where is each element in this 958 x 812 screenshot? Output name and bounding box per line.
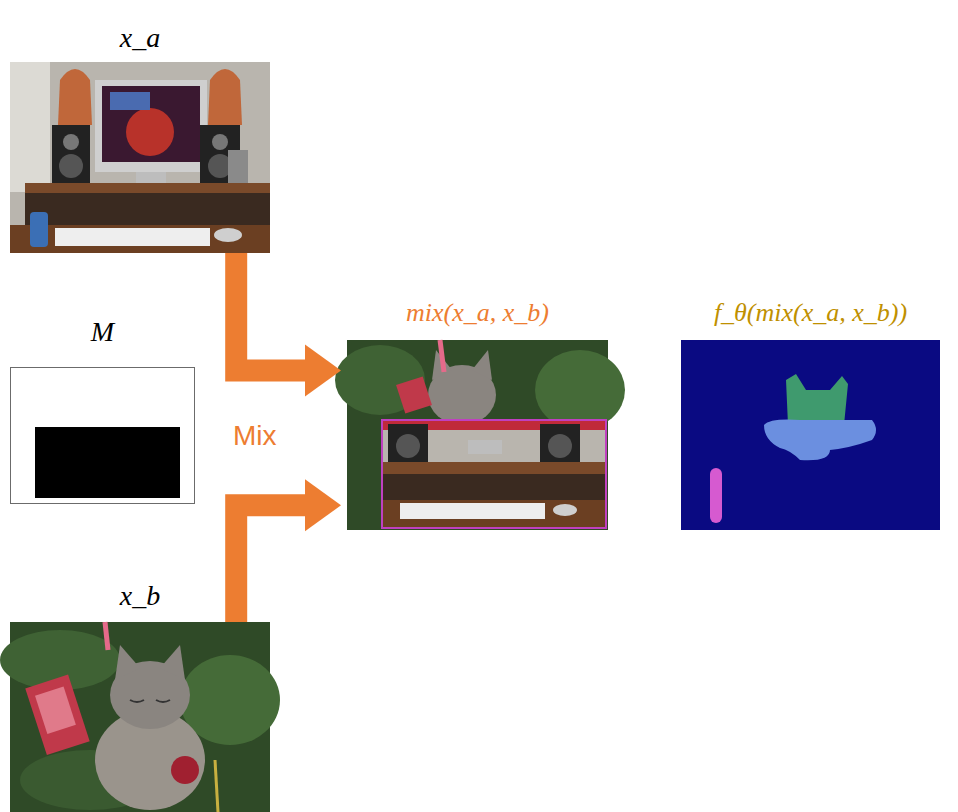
mixed-photo-part <box>535 350 625 430</box>
image-a: x_a <box>10 62 270 253</box>
mixed-photo-part <box>396 376 432 413</box>
mixed-photo-part <box>472 350 492 380</box>
desk-photo-part <box>30 212 48 247</box>
desk-photo-part <box>10 62 270 253</box>
desk-photo-part <box>52 125 90 185</box>
mixed-photo-part <box>382 420 606 528</box>
mixed-photo-part <box>553 504 577 516</box>
arrow-shaft <box>236 505 305 622</box>
cat-photo-part <box>215 760 218 812</box>
desk-photo-part <box>55 228 210 246</box>
cat-photo-part <box>130 700 170 702</box>
desk-photo-part <box>25 193 270 227</box>
mask-box: M <box>10 367 195 504</box>
image-heading: x_b <box>0 580 330 612</box>
mixed-photo-part <box>382 500 606 528</box>
image-heading: mix(x_a, x_b) <box>287 298 668 328</box>
desk-photo-part <box>10 225 270 253</box>
cat-photo-part <box>105 622 108 650</box>
desk-photo-part <box>25 183 270 193</box>
mixed-photo-part <box>382 462 606 474</box>
block-arrow <box>236 479 341 622</box>
desk-photo-part <box>126 108 174 156</box>
mixed-photo-part <box>388 424 428 466</box>
desk-photo-part <box>110 92 150 110</box>
cat-photo-part <box>35 687 76 734</box>
mixed-photo-part <box>400 503 545 519</box>
desk-photo-part <box>214 228 242 242</box>
desk-photo-part <box>228 150 248 185</box>
image-b: x_b <box>10 622 270 812</box>
prediction-map: f_θ(mix(x_a, x_b)) <box>681 340 940 530</box>
segmentation-map-part <box>710 468 722 523</box>
cat-photo-part <box>160 645 185 680</box>
mixed-photo-part <box>396 434 420 458</box>
arrow-shaft <box>236 253 305 370</box>
mixed-photo <box>335 340 625 530</box>
mixed-photo-part <box>382 420 606 528</box>
image-heading: f_θ(mix(x_a, x_b)) <box>621 298 958 328</box>
block-arrow <box>236 253 341 396</box>
arrow-head <box>305 344 341 396</box>
desk-photo-part <box>95 80 207 172</box>
segmentation-map-part <box>681 340 940 530</box>
desk-photo-part <box>102 86 200 162</box>
mixed-photo-part <box>440 340 444 372</box>
mask-region <box>35 427 180 498</box>
cat-photo-part <box>25 675 89 755</box>
operation-label: Mix <box>233 420 277 452</box>
desk-photo-part <box>59 154 83 178</box>
mixed-image: mix(x_a, x_b) <box>347 340 608 530</box>
cat-photo <box>0 622 280 812</box>
mixed-photo-part <box>548 434 572 458</box>
desk-photo-part <box>58 69 92 125</box>
desk-photo-part <box>63 134 79 150</box>
mixed-photo-part <box>540 424 580 466</box>
mixed-photo-part <box>468 440 502 454</box>
arrow-head <box>305 479 341 531</box>
desk-photo <box>10 62 270 253</box>
mixed-photo-part <box>382 474 606 500</box>
desk-photo-part <box>208 69 242 125</box>
cat-photo-part <box>115 645 140 680</box>
segmentation-map-part <box>764 420 876 461</box>
cat-photo-part <box>171 756 199 784</box>
image-heading: x_a <box>0 22 330 54</box>
image-heading: M <box>0 316 254 348</box>
desk-photo-part <box>212 134 228 150</box>
segmentation-map <box>681 340 940 530</box>
segmentation-map-part <box>786 374 848 425</box>
desk-photo-part <box>10 62 50 192</box>
mask-region-part <box>35 427 180 498</box>
